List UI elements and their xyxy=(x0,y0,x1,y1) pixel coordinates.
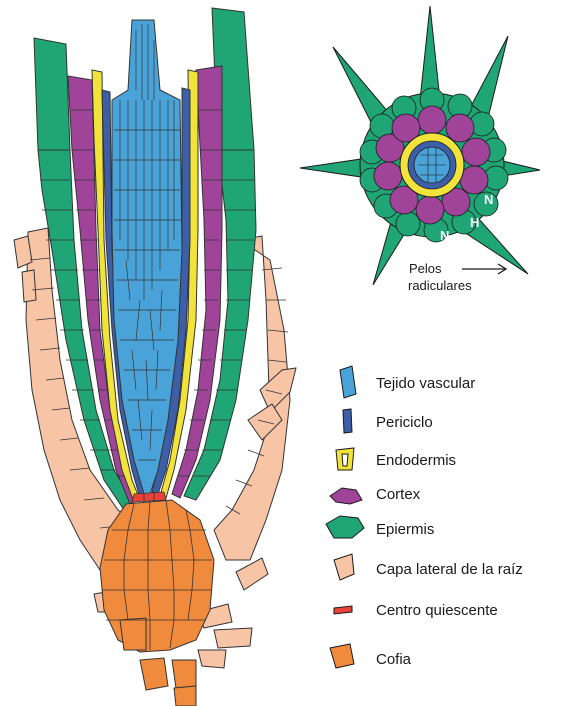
label-n-1: N xyxy=(484,192,493,207)
label-h: H xyxy=(470,215,479,230)
legend-swatch-epidermis xyxy=(326,516,364,538)
annotation-arrow xyxy=(462,264,506,274)
legend-swatch-periciclo xyxy=(343,409,352,433)
legend-label-periciclo: Periciclo xyxy=(376,414,433,431)
legend-swatch-endodermis xyxy=(336,448,354,470)
cross-section: N H N Pelos radiculares xyxy=(300,6,540,293)
legend-swatch-centro xyxy=(334,606,352,614)
legend-swatch-cortex xyxy=(330,488,362,504)
legend-label-centro: Centro quiescente xyxy=(376,602,498,619)
legend: Tejido vascular Periciclo Endodermis Cor… xyxy=(326,366,523,668)
legend-label-vascular: Tejido vascular xyxy=(376,375,475,392)
legend-label-endodermis: Endodermis xyxy=(376,452,456,469)
annotation-line-2: radiculares xyxy=(408,278,472,293)
root-cap-cofia xyxy=(100,500,214,706)
label-n-2: N xyxy=(440,228,449,243)
longitudinal-root-section xyxy=(14,8,296,706)
legend-label-capa: Capa lateral de la raíz xyxy=(376,561,523,578)
legend-swatch-cofia xyxy=(330,644,354,668)
legend-symbols xyxy=(326,366,364,668)
legend-swatch-vascular xyxy=(340,366,356,398)
legend-label-cofia: Cofia xyxy=(376,651,412,668)
legend-label-cortex: Cortex xyxy=(376,486,421,503)
legend-label-epidermis: Epiermis xyxy=(376,521,434,538)
legend-swatch-capa xyxy=(334,554,354,580)
annotation-line-1: Pelos xyxy=(409,261,442,276)
